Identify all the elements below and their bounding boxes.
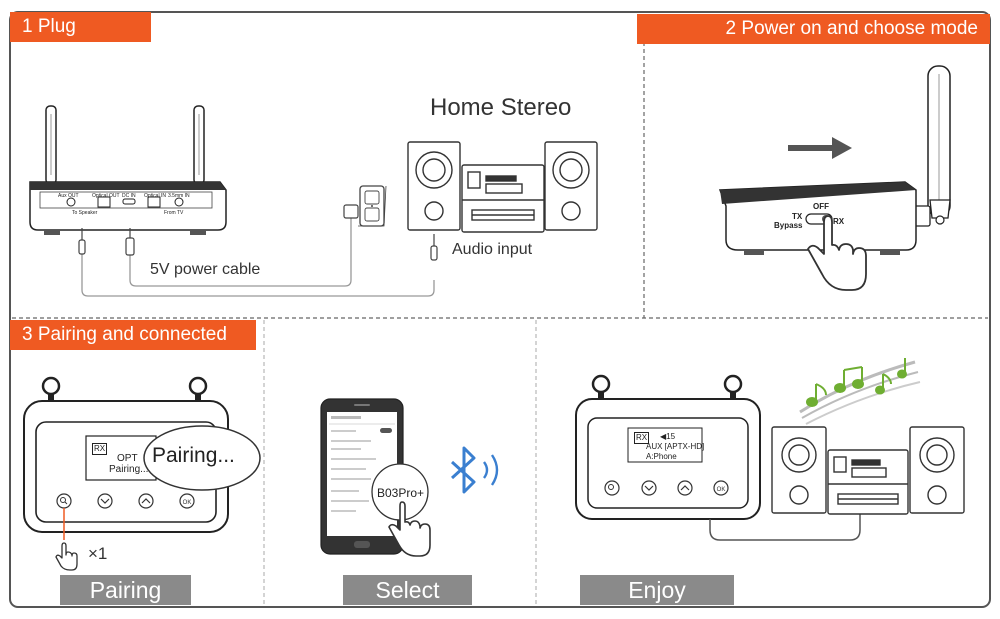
device-button-down — [97, 493, 113, 509]
port-label-optical-in: Optical IN — [144, 193, 166, 199]
transmitter-side — [718, 65, 951, 255]
mode-label-off: OFF — [813, 202, 829, 211]
device-button-search — [56, 493, 72, 509]
mode-label-tx: TX — [792, 212, 803, 221]
smartphone — [320, 398, 404, 555]
cable-plugs — [78, 204, 438, 261]
wall-outlet — [358, 185, 387, 227]
bluetooth-icon — [450, 446, 499, 494]
pairing-callout-bubble — [143, 425, 261, 491]
audio-input-label: Audio input — [452, 241, 533, 258]
hand-pointer-icon — [807, 215, 867, 291]
action-pairing: Pairing — [60, 575, 191, 605]
svg-text:OK: OK — [717, 487, 726, 493]
home-stereo-label: Home Stereo — [430, 94, 572, 121]
home-stereo — [407, 141, 598, 233]
device-button-ok: OK — [179, 493, 195, 509]
hand-press-icon — [55, 542, 78, 571]
port-sublabel-to-speaker: To Speaker — [72, 210, 98, 216]
device-name-label: B03Pro+ — [377, 486, 425, 500]
pairing-callout-text: Pairing... — [152, 444, 235, 467]
step-3-tag: 3 Pairing and connected — [10, 320, 256, 350]
enjoy-screen-mode: RX — [634, 432, 650, 444]
action-select: Select — [343, 575, 472, 605]
enjoy-volume: ◀15 — [660, 432, 675, 441]
pairing-screen-line2: Pairing... — [109, 464, 149, 475]
arrow-right-icon — [788, 137, 852, 159]
pairing-screen-line1: OPT — [117, 453, 138, 464]
transmitter-rear — [29, 105, 227, 235]
speaker-icon: ◀ — [660, 432, 667, 441]
mode-label-rx: RX — [833, 217, 845, 226]
port-label-35mm-in: 3.5mm IN — [168, 193, 190, 199]
music-notes-icon — [799, 358, 921, 425]
pairing-screen-mode: RX — [92, 443, 108, 455]
port-sublabel-from-tv: From TV — [164, 210, 184, 216]
home-stereo-enjoy — [771, 426, 965, 515]
enjoy-screen-line2: A:Phone — [646, 452, 677, 461]
port-label-aux-out: Aux OUT — [58, 193, 79, 199]
enjoy-screen-line1: AUX [APTX-HD] — [646, 442, 705, 451]
step-2-tag: 2 Power on and choose mode — [637, 14, 990, 44]
step-1-tag: 1 Plug — [10, 12, 151, 42]
port-label-optical-out: Optical OUT — [92, 193, 120, 199]
power-cable-label: 5V power cable — [150, 261, 261, 278]
enjoy-cable — [709, 512, 861, 541]
mode-label-bypass: Bypass — [774, 221, 803, 230]
transmitter-front-enjoy: OK — [575, 374, 761, 520]
enjoy-volume-value: 15 — [666, 432, 676, 441]
press-count: ×1 — [88, 544, 108, 563]
svg-text:OK: OK — [183, 500, 192, 506]
hand-select-icon — [388, 501, 431, 557]
cables — [81, 218, 435, 297]
action-enjoy: Enjoy — [580, 575, 734, 605]
port-label-dc-in: DC IN — [122, 193, 136, 199]
device-button-up — [138, 493, 154, 509]
